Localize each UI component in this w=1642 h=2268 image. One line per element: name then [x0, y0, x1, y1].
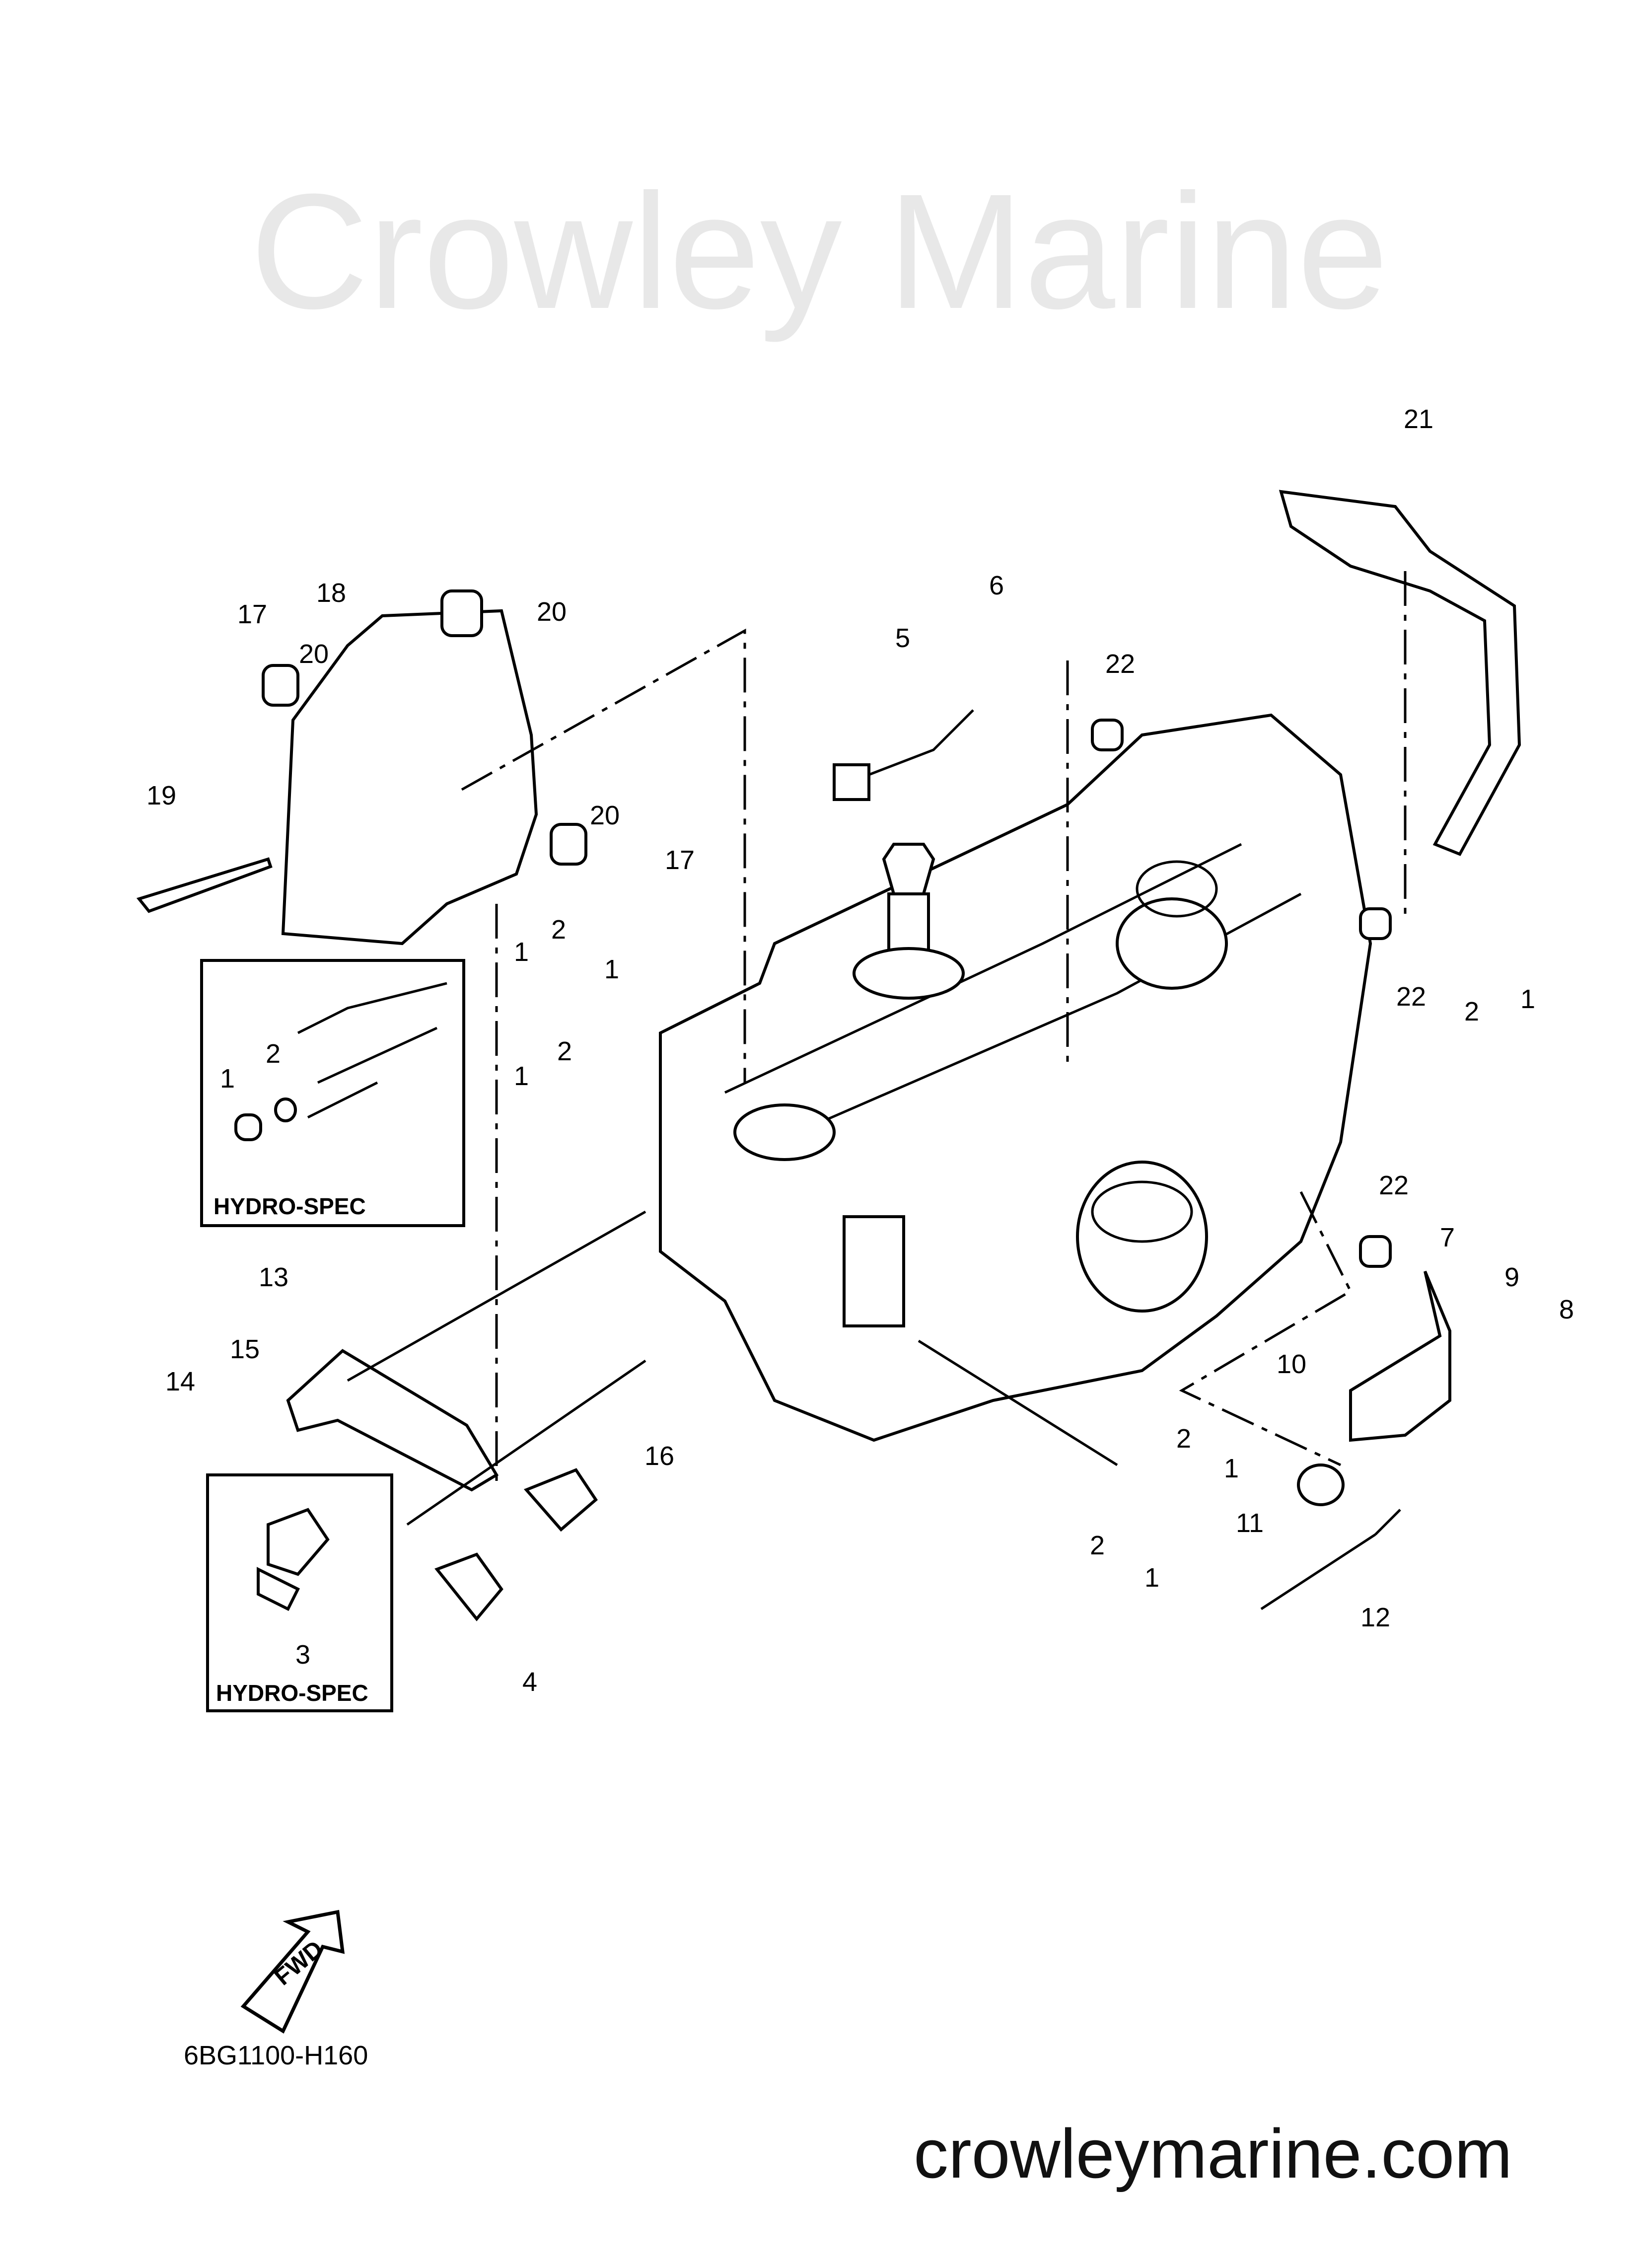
engine-block — [659, 713, 1372, 1442]
callout-8: 8 — [1559, 1295, 1574, 1324]
callout-1: 1 — [1224, 1454, 1239, 1483]
callout-7: 7 — [1440, 1223, 1455, 1252]
callout-17: 17 — [237, 599, 267, 629]
site-watermark: crowleymarine.com — [914, 2115, 1512, 2193]
inset-label: HYDRO-SPEC — [216, 1680, 368, 1706]
callout-12: 12 — [1360, 1603, 1390, 1632]
callout-1: 1 — [1144, 1563, 1159, 1593]
cable-tie — [136, 857, 273, 913]
callout-2: 2 — [557, 1036, 572, 1066]
callout-17: 17 — [665, 845, 695, 875]
callout-2: 2 — [1090, 1531, 1105, 1560]
callout-2: 2 — [551, 915, 566, 945]
callout-22: 22 — [1379, 1171, 1409, 1200]
callout-1: 1 — [514, 937, 529, 967]
bracket — [1279, 490, 1521, 856]
callout-5: 5 — [895, 623, 910, 653]
callout-1: 1 — [220, 1064, 235, 1094]
callout-13: 13 — [259, 1262, 288, 1292]
callout-9: 9 — [1504, 1262, 1519, 1292]
fwd-arrow-icon: FWD — [240, 1909, 345, 2034]
plate — [1349, 1270, 1451, 1442]
callout-14: 14 — [165, 1367, 195, 1396]
callout-22: 22 — [1396, 982, 1426, 1012]
inset-label: HYDRO-SPEC — [214, 1193, 366, 1219]
callout-22: 22 — [1105, 649, 1135, 679]
callout-4: 4 — [522, 1667, 537, 1697]
callout-16: 16 — [644, 1441, 674, 1471]
callout-19: 19 — [146, 781, 176, 810]
callout-15: 15 — [230, 1334, 260, 1364]
callout-20: 20 — [537, 597, 567, 627]
callout-1: 1 — [1520, 984, 1535, 1014]
callout-18: 18 — [316, 578, 346, 608]
callout-1: 1 — [604, 954, 619, 984]
callout-21: 21 — [1404, 404, 1433, 434]
diagram-code: 6BG1100-H160 — [184, 2041, 368, 2070]
callout-2: 2 — [1176, 1424, 1191, 1454]
callout-1: 1 — [514, 1061, 529, 1091]
sensor — [833, 763, 870, 801]
callout-11: 11 — [1236, 1508, 1264, 1538]
callout-3: 3 — [295, 1640, 310, 1670]
callout-2: 2 — [266, 1039, 281, 1069]
callout-2: 2 — [1464, 997, 1479, 1026]
watermark: Crowley Marine — [250, 159, 1388, 344]
callout-20: 20 — [590, 801, 620, 830]
callout-20: 20 — [299, 639, 329, 669]
callout-10: 10 — [1277, 1349, 1306, 1379]
inset-hydro-spec-1: 1 2 HYDRO-SPEC — [200, 959, 465, 1227]
inset-hydro-spec-2: 3 HYDRO-SPEC — [206, 1473, 393, 1712]
callout-6: 6 — [989, 571, 1004, 600]
